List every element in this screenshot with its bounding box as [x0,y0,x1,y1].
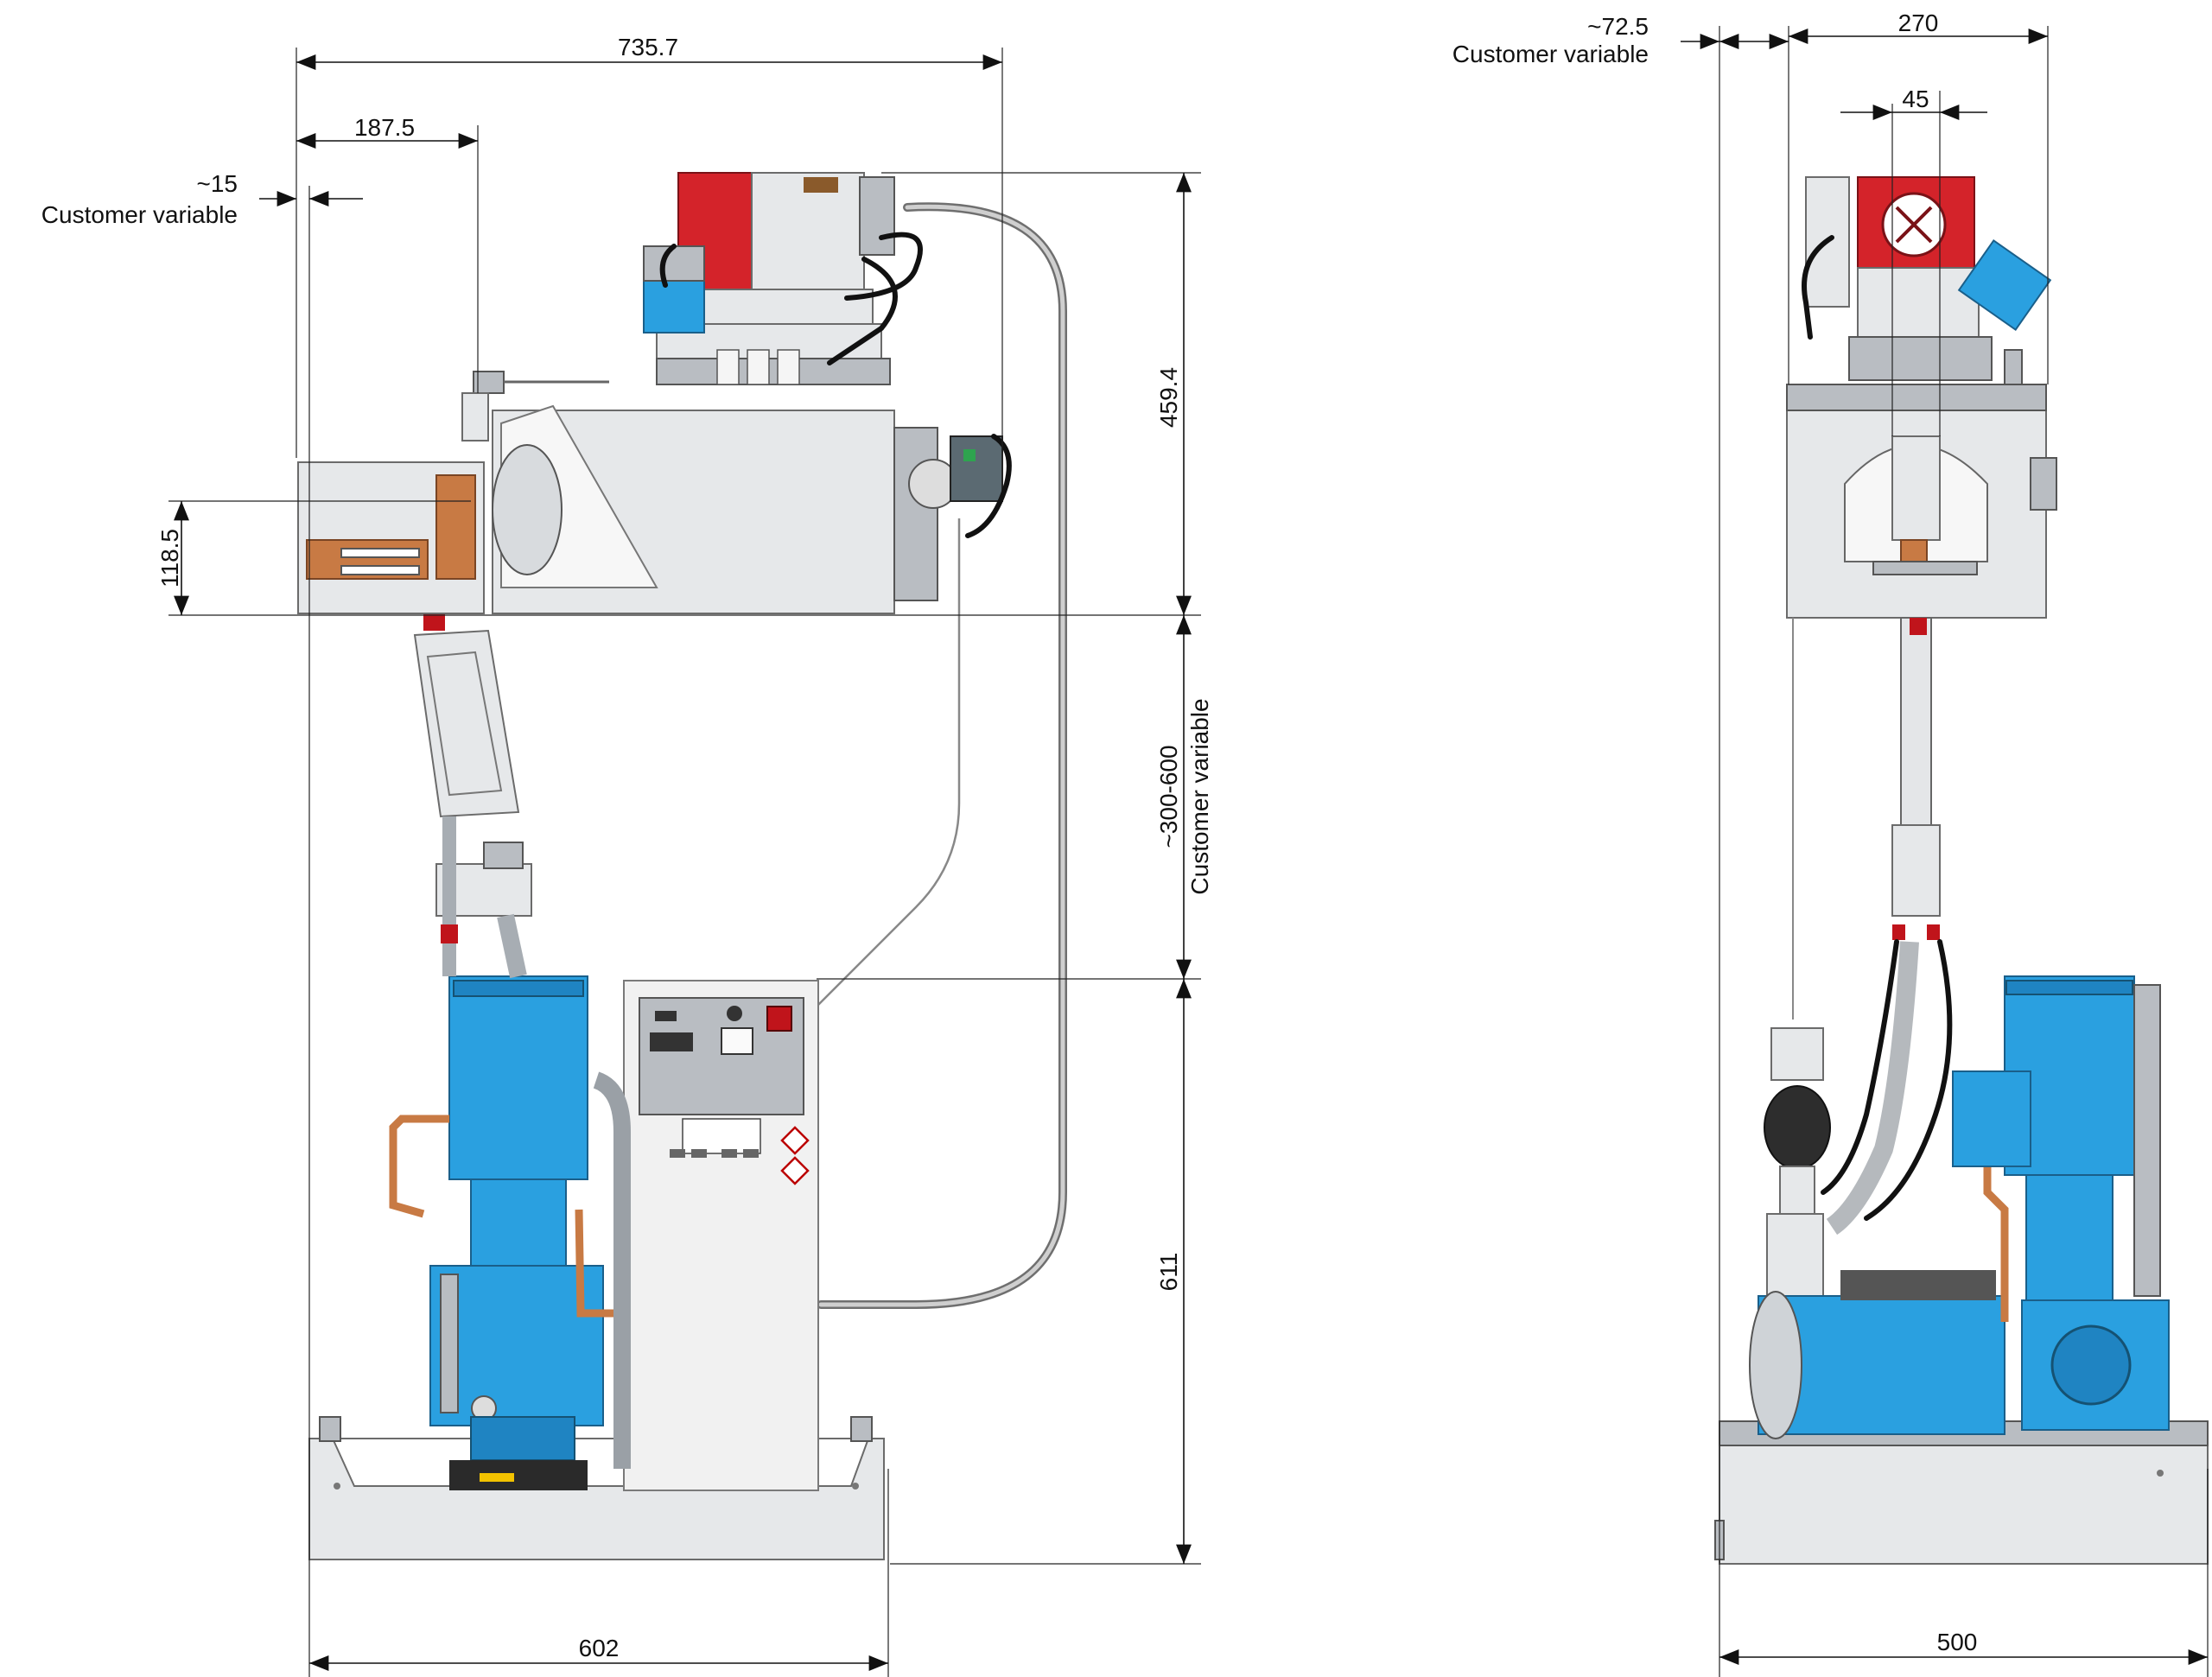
copper-pipe-2 [575,1209,618,1318]
dim-72: ~72.5 [1587,13,1649,40]
dim-300-600-note: Customer variable [1186,698,1213,894]
side-sensor [461,371,609,441]
side-pump-motor [429,975,604,1490]
front-riser-tube [1792,617,1941,1020]
front-cryocooler-head [1802,176,2052,385]
side-view: 735.7 187.5 ~15 Customer variable 118.5 … [41,34,1213,1677]
front-steel-hose [1826,941,1919,1236]
front-base-frame [1714,1420,2209,1565]
side-riser-pipes [413,613,532,979]
service-hose-highlight [818,204,1065,1307]
dim-602: 602 [579,1635,620,1661]
front-accumulator [1764,1027,1831,1301]
side-cryocooler-head [643,172,923,385]
front-view: 270 45 ~72.5 Customer variable 500 [1452,10,2209,1677]
front-black-hose-2 [1864,939,1953,1221]
front-pump-motor [1749,975,2170,1439]
front-dimensions: 270 45 ~72.5 Customer variable 500 [1452,10,2209,1677]
control-cabinet [623,980,819,1491]
dim-45: 45 [1902,86,1929,112]
dim-187: 187.5 [354,114,415,141]
dim-72-note: Customer variable [1452,41,1649,67]
side-cold-head-housing [297,404,1012,614]
dim-459: 459.4 [1155,367,1182,428]
front-cold-head-housing [1786,384,2057,619]
dim-500: 500 [1937,1629,1978,1655]
dim-300-600: ~300-600 [1155,745,1182,848]
thin-cable [816,518,961,1007]
dim-611: 611 [1155,1253,1182,1292]
dim-118: 118.5 [156,529,183,588]
steel-pipe [593,1071,631,1469]
front-black-hose [1821,939,1899,1195]
dim-15-note: Customer variable [41,201,238,228]
dim-15: ~15 [197,170,238,197]
side-dimensions: 735.7 187.5 ~15 Customer variable 118.5 … [41,34,1213,1677]
dim-270: 270 [1898,10,1939,36]
dim-735: 735.7 [618,34,678,60]
copper-pipe [389,1115,449,1218]
